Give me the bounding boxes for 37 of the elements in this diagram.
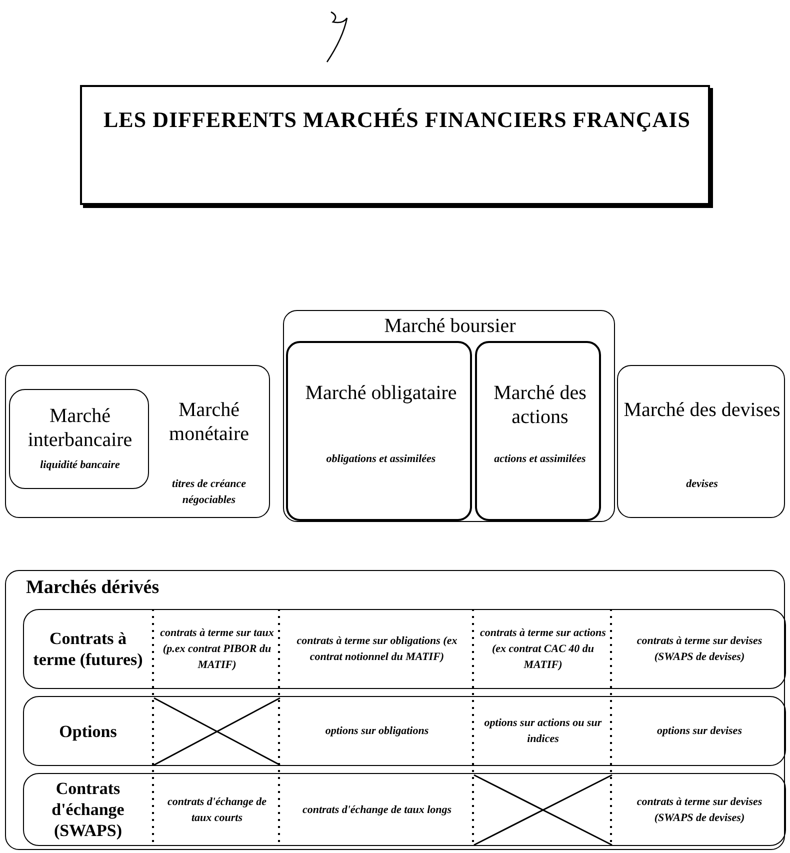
market-name: Marché obligataire <box>304 381 458 405</box>
cell-text: contrats à terme sur devises (SWAPS de devises) <box>636 634 764 665</box>
market-description: liquidité bancaire <box>39 458 121 473</box>
market-description: devises <box>685 477 719 492</box>
title-box <box>80 85 710 205</box>
market-description: titres de créance négociables <box>171 477 247 508</box>
cell-text: options sur obligations <box>325 724 429 739</box>
market-box <box>475 341 601 521</box>
cell-text: contrats à terme sur taux (p.ex contrat PIBOR du MATIF) <box>160 626 274 673</box>
section-box <box>5 570 785 850</box>
market-name: Marché interbancaire <box>26 404 134 452</box>
cell-text: contrats à terme sur obligations (ex contrat notionnel du MATIF) <box>296 634 458 665</box>
cell-text: contrats d'échange de taux longs <box>302 802 452 818</box>
contract-row <box>23 696 786 766</box>
contract-row <box>23 609 786 689</box>
market-box <box>9 389 149 489</box>
market-description: obligations et assimilées <box>325 452 437 467</box>
cell-text: contrats à terme sur actions (ex contrat CAC 40 du MATIF) <box>480 626 606 673</box>
row-heading: Options <box>59 720 117 742</box>
market-box <box>286 341 472 521</box>
market-description: actions et assimilées <box>493 452 587 467</box>
market-name: Marché monétaire <box>168 398 250 446</box>
section-heading: Marchés dérivés <box>26 577 160 599</box>
title-text: LES DIFFERENTS MARCHÉS FINANCIERS FRANÇAIS <box>102 106 692 134</box>
market-box <box>617 365 785 518</box>
cell-text: contrats d'échange de taux courts <box>166 794 268 826</box>
contract-row <box>23 773 786 846</box>
row-heading: Contrats à terme (futures) <box>32 628 144 670</box>
market-group-name: Marché boursier <box>383 314 517 338</box>
market-box <box>283 310 615 522</box>
market-name: Marché des devises <box>622 398 782 422</box>
row-heading: Contrats d'échange (SWAPS) <box>50 778 126 841</box>
cell-text: contrats à terme sur devises (SWAPS de devises) <box>636 794 764 826</box>
cell-text: options sur actions ou sur indices <box>483 716 603 747</box>
market-box <box>5 365 270 518</box>
cell-text: options sur devises <box>657 724 742 739</box>
market-name: Marché des actions <box>492 381 588 429</box>
